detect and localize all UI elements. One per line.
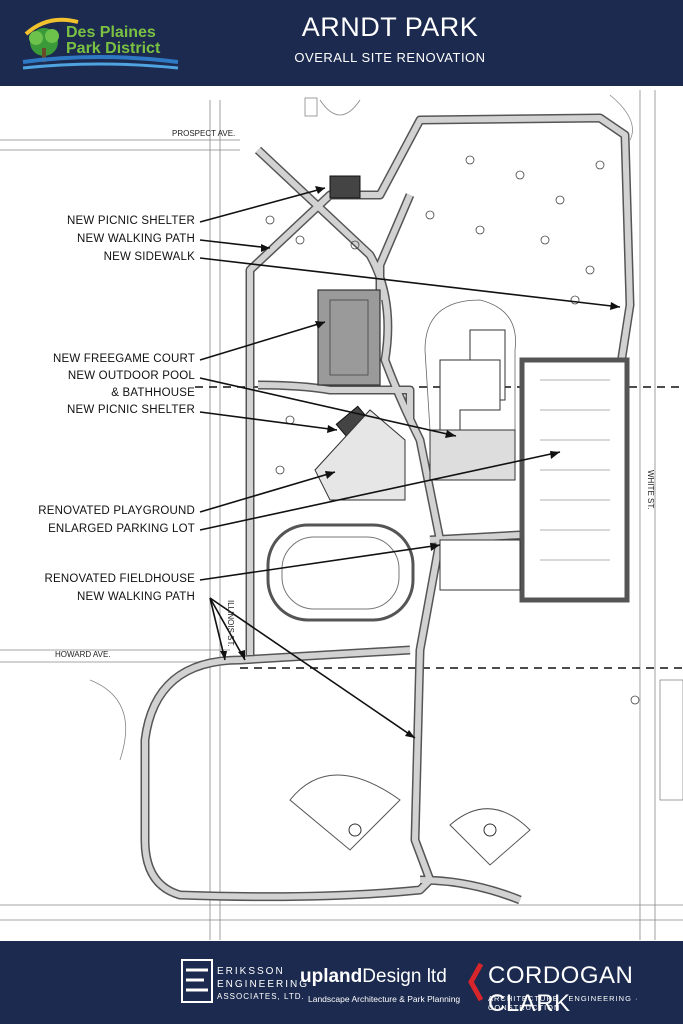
eriksson-name-3: ASSOCIATES, LTD. [217,992,305,1001]
label-enlarged-parking-lot: ENLARGED PARKING LOT [48,523,195,535]
page-subtitle: OVERALL SITE RENOVATION [294,50,486,65]
street-white: WHITE ST. [646,470,655,510]
playground [314,409,406,501]
street-illinois: ILLINOIS ST. [226,600,235,647]
bathhouse [429,429,516,481]
street-prospect: PROSPECT AVE. [172,129,235,138]
eriksson-name: ERIKSSON [217,966,285,977]
label-new-walking-path: NEW WALKING PATH [77,233,195,245]
label-new-picnic-shelter: NEW PICNIC SHELTER [67,215,195,227]
freegame-court [317,289,381,386]
footer-banner [0,941,683,1024]
header-banner [0,0,683,86]
label-renovated-fieldhouse: RENOVATED FIELDHOUSE [44,573,195,585]
label-new-walking-path-2: NEW WALKING PATH [77,591,195,603]
label-new-picnic-shelter-2: NEW PICNIC SHELTER [67,404,195,416]
label-new-outdoor-pool: NEW OUTDOOR POOL [67,370,195,382]
street-howard: HOWARD AVE. [55,650,111,659]
label-new-sidewalk: NEW SIDEWALK [103,251,195,263]
upland-logo: uplandDesign ltd [300,966,447,987]
cordogan-tagline: ARCHITECTURE · ENGINEERING · CONSTRUCTIO… [488,994,639,1012]
running-track [266,523,415,622]
page-title: ARNDT PARK [301,12,479,42]
logo-text-2: Park District [66,40,161,57]
arrowheads [220,186,620,738]
cordogan-name: CORDOGAN CLARK [488,962,634,1017]
tree-icon [22,17,179,70]
park-district-logo: Des Plaines Park District [18,14,183,74]
label-bathhouse: & BATHHOUSE [111,387,195,399]
upland-tagline: Landscape Architecture & Park Planning [308,994,461,1004]
ball-field-east [449,808,531,866]
eriksson-name-2: ENGINEERING [217,979,310,990]
logo-text-1: Des Plaines [66,24,156,41]
cordogan-logo-icon [468,962,484,1002]
parking-lot [519,357,630,603]
picnic-shelter-north [329,175,361,199]
label-renovated-playground: RENOVATED PLAYGROUND [38,505,195,517]
eriksson-logo-icon [181,959,213,1003]
ball-field-west [289,774,401,851]
street-linework [0,90,683,940]
callout-arrows [199,187,621,739]
site-plan: PROSPECT AVE. HOWARD AVE. ILLINOIS ST. W… [0,90,683,940]
fieldhouse [439,539,521,591]
tree-symbols [265,155,640,705]
label-new-freegame-court: NEW FREEGAME COURT [52,353,195,365]
